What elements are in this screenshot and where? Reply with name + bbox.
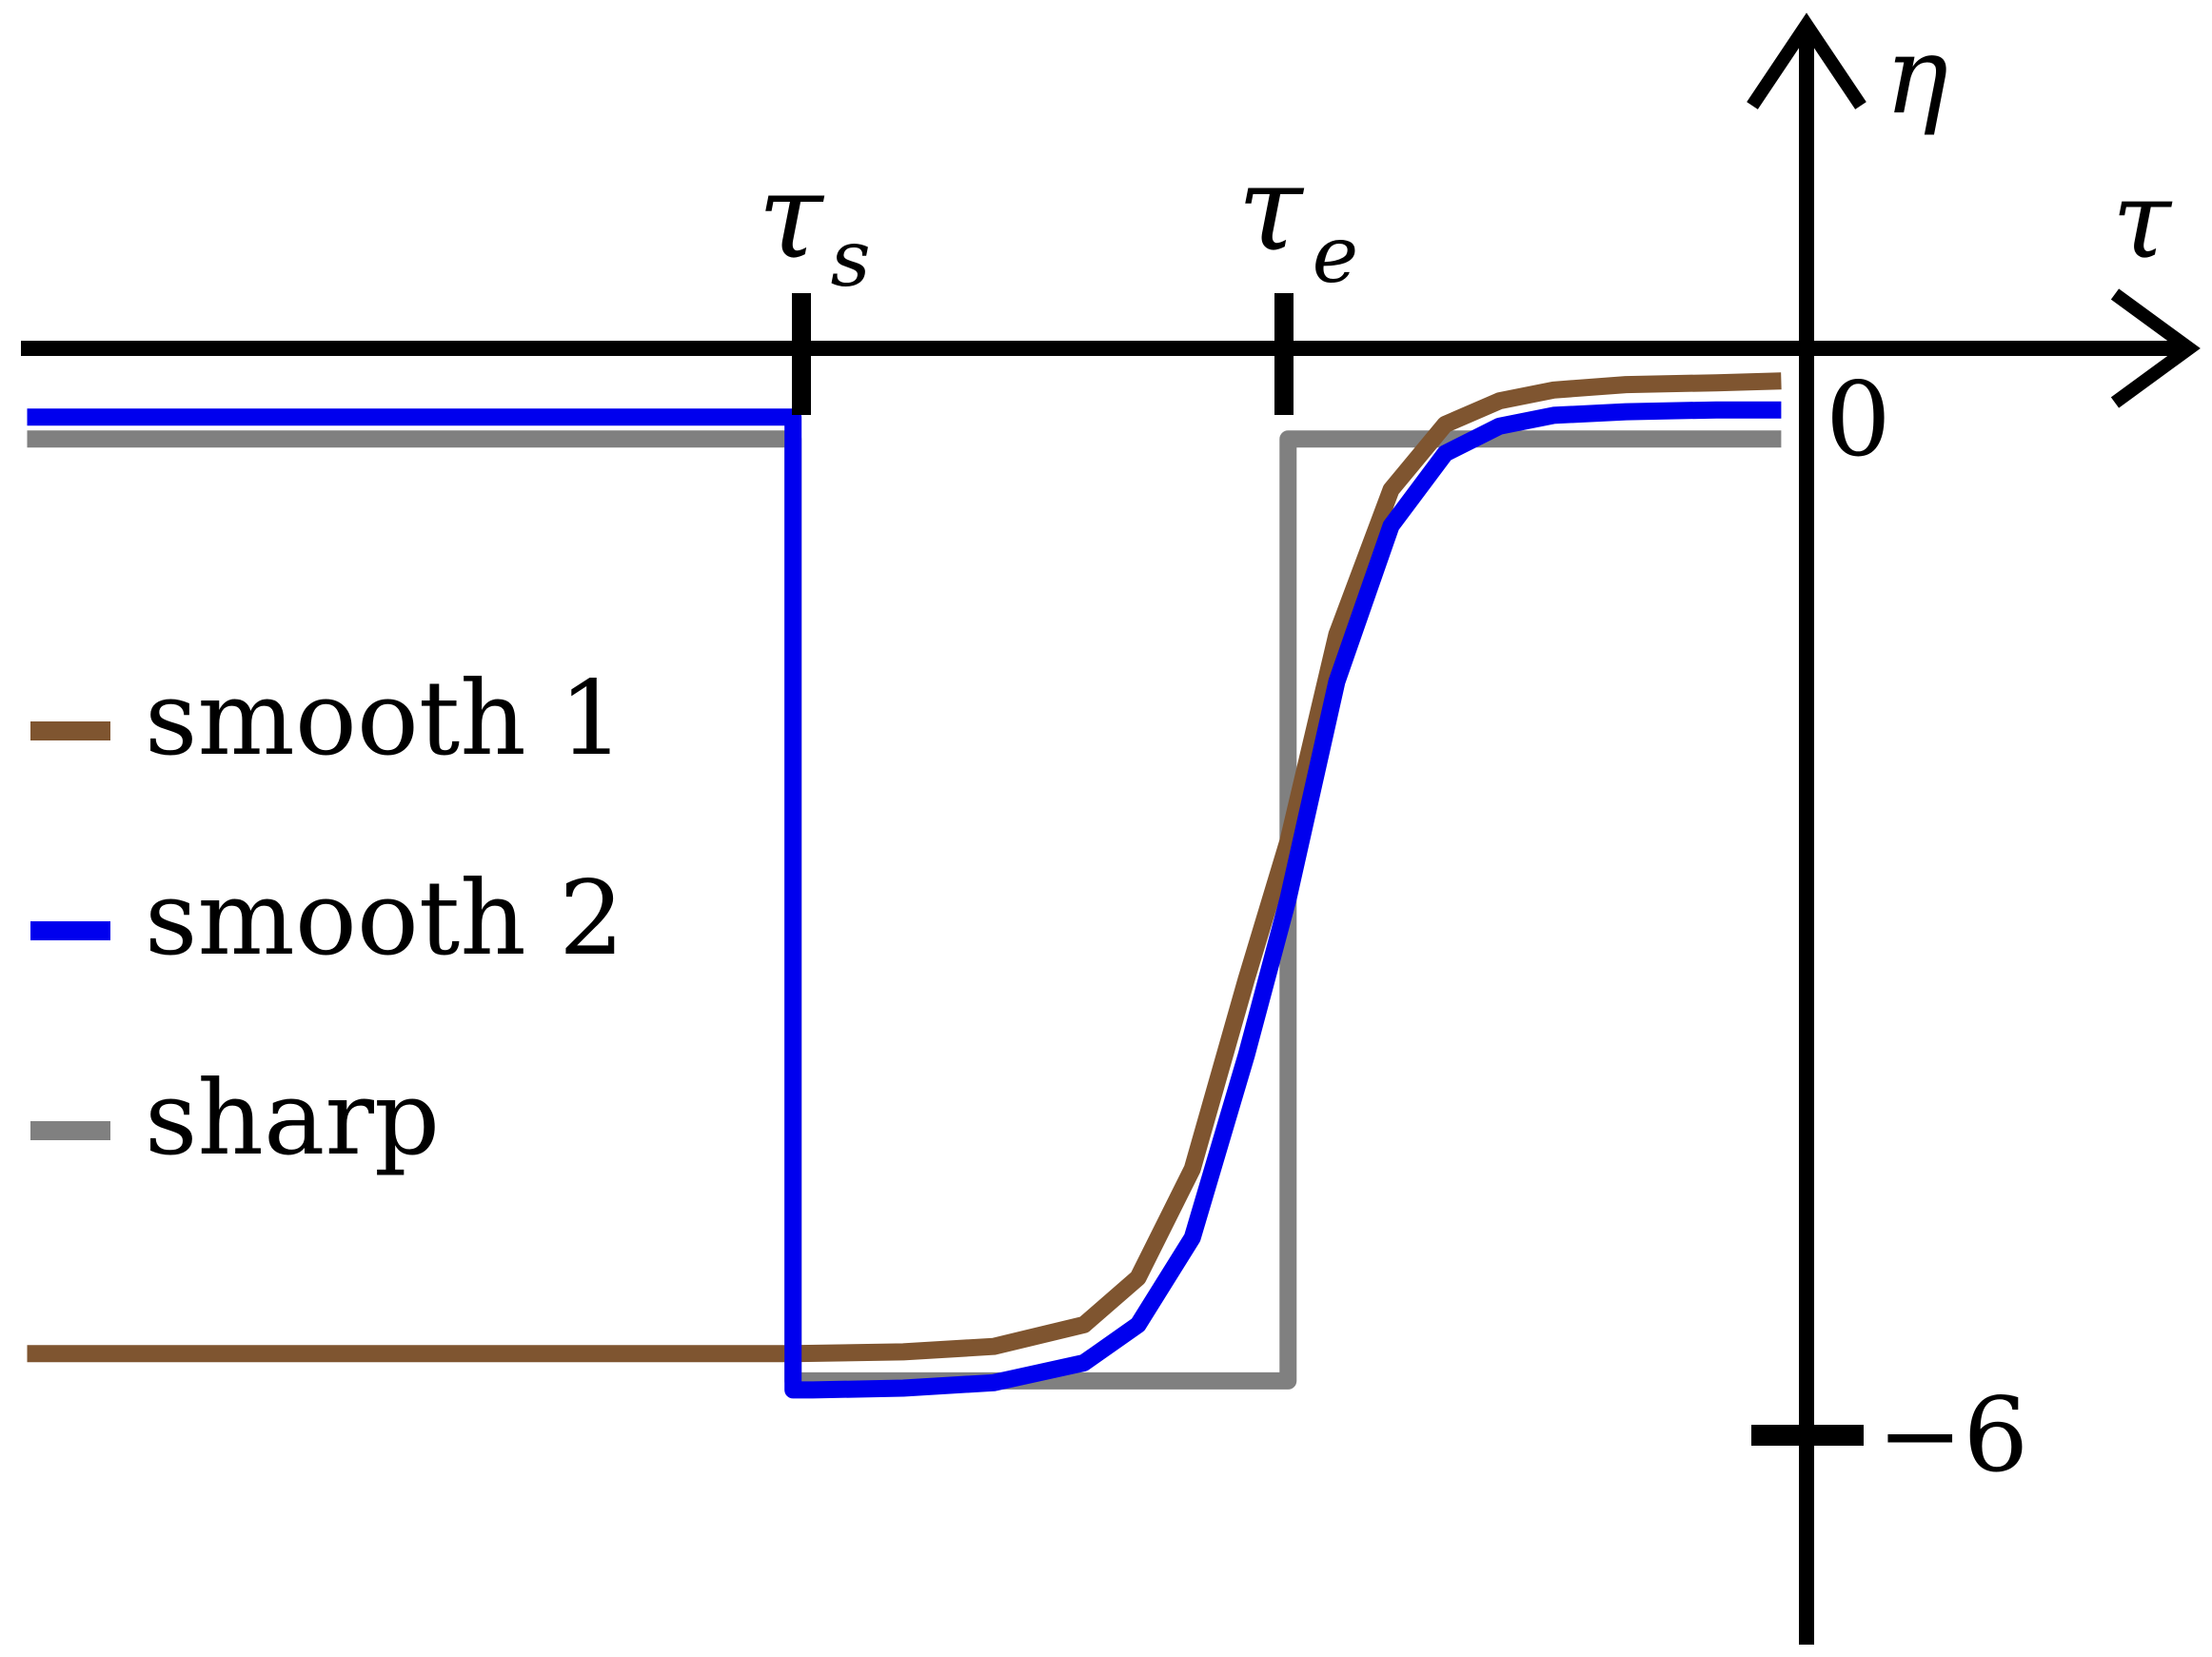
tau-s-label-sub: s [831, 214, 871, 305]
tau-s-label-base: τ [758, 148, 825, 286]
x-axis-label: τ [2112, 159, 2173, 283]
legend-label-sharp: sharp [145, 1059, 440, 1178]
series-line-smooth-1 [27, 372, 1782, 1363]
tau-s-label: τs [758, 148, 871, 305]
x-axis-arrowhead [2110, 288, 2201, 408]
legend: smooth 1 smooth 2 sharp [30, 660, 624, 1178]
tau-e-label-sub: e [1313, 210, 1359, 301]
y-tick-label-minus-6: −6 [1877, 1376, 2028, 1495]
tau-e-label-base: τ [1237, 141, 1305, 278]
series-line-smooth-2 [27, 401, 1782, 1399]
y-axis-label: η [1885, 14, 1948, 138]
legend-label-smooth-1: smooth 1 [145, 660, 624, 779]
legend-label-smooth-2: smooth 2 [145, 859, 624, 978]
y-axis-arrowhead [1747, 12, 1866, 109]
series-layer [27, 372, 1782, 1399]
y-tick-label-0: 0 [1826, 361, 1891, 480]
